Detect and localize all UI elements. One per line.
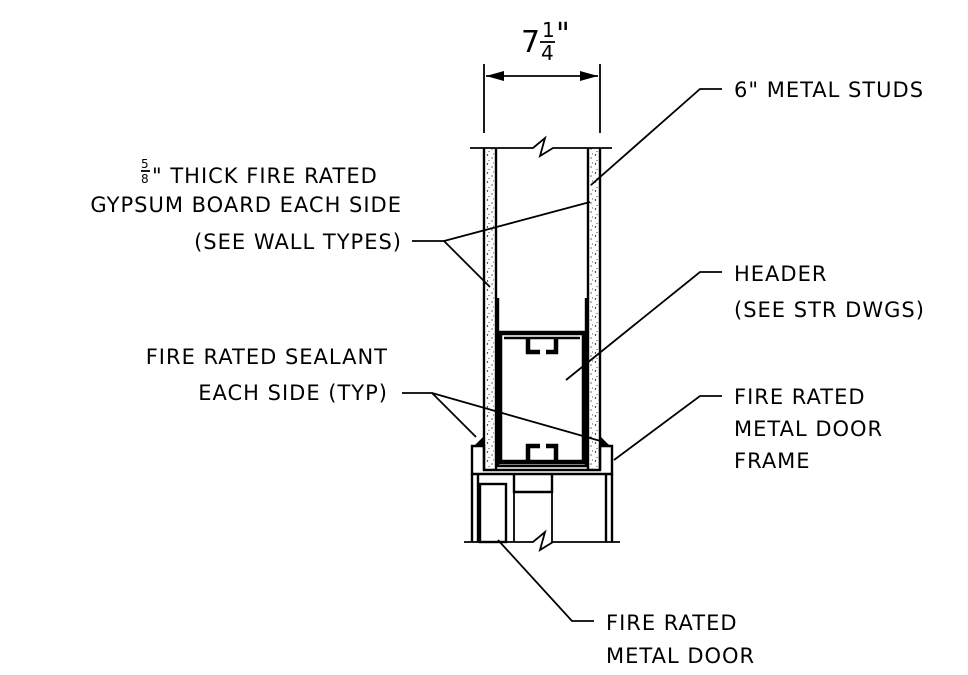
gypsum-boards [482, 148, 602, 470]
label-gypsum: 5 8 " THICK FIRE RATED GYPSUM BOARD EACH… [90, 157, 402, 254]
leader-frame [613, 395, 722, 461]
leader-lines [402, 88, 722, 622]
header-lip-top-right [546, 338, 559, 355]
width-dimension: 7 1 4 " [483, 17, 601, 133]
frame-label-line1: FIRE RATED [734, 385, 866, 409]
wall-break-line-bottom [464, 529, 620, 552]
label-door: FIRE RATED METAL DOOR [606, 611, 755, 668]
header-label-line1: HEADER [734, 262, 827, 286]
header-lip-bottom-left [525, 443, 540, 460]
sealant-bead-left [474, 436, 484, 446]
frame-stop [512, 474, 554, 494]
leader-header [565, 271, 722, 381]
stud-track [496, 298, 588, 468]
dimension-numerator: 1 [542, 18, 555, 42]
leader-sealant-left [402, 392, 477, 438]
gypsum-fraction-numerator: 5 [141, 157, 149, 171]
gypsum-label-line2: GYPSUM BOARD EACH SIDE [90, 193, 402, 217]
leader-gypsum-left [412, 240, 491, 288]
sealant-bead-right [600, 436, 610, 446]
gypsum-label-line3: (SEE WALL TYPES) [194, 230, 402, 254]
label-frame: FIRE RATED METAL DOOR FRAME [734, 385, 883, 473]
gypsum-board-left-fill [484, 148, 496, 470]
dimension-arrow-right [580, 71, 598, 81]
leader-studs [590, 88, 722, 186]
frame-label-line2: METAL DOOR [734, 417, 883, 441]
header-box [497, 330, 587, 465]
wall-break-line-top [470, 135, 612, 158]
label-metal-studs: 6" METAL STUDS [734, 78, 924, 102]
leader-sealant-right [431, 392, 605, 443]
label-header: HEADER (SEE STR DWGS) [734, 262, 925, 322]
header-lip-bottom-right [546, 443, 559, 460]
label-sealant: FIRE RATED SEALANT EACH SIDE (TYP) [146, 345, 388, 405]
sealant-label-line1: FIRE RATED SEALANT [146, 345, 388, 369]
leader-gypsum-right [443, 201, 591, 242]
dimension-inch-mark: " [556, 17, 570, 52]
dimension-whole: 7 [521, 25, 540, 60]
header-lip-top-left [525, 338, 540, 355]
door-leaf [478, 482, 508, 544]
header-label-line2: (SEE STR DWGS) [734, 298, 925, 322]
door-label-line2: METAL DOOR [606, 644, 755, 668]
dimension-arrow-left [486, 71, 504, 81]
dimension-denominator: 4 [541, 41, 554, 65]
gypsum-fraction-denominator: 8 [141, 172, 149, 186]
leader-door [497, 539, 594, 622]
frame-label-line3: FRAME [734, 449, 811, 473]
door-label-line1: FIRE RATED [606, 611, 738, 635]
header-assembly [496, 298, 588, 468]
sealant-label-line2: EACH SIDE (TYP) [198, 381, 388, 405]
gypsum-label-line1: " THICK FIRE RATED [152, 164, 378, 188]
gypsum-board-right-fill [588, 148, 600, 470]
